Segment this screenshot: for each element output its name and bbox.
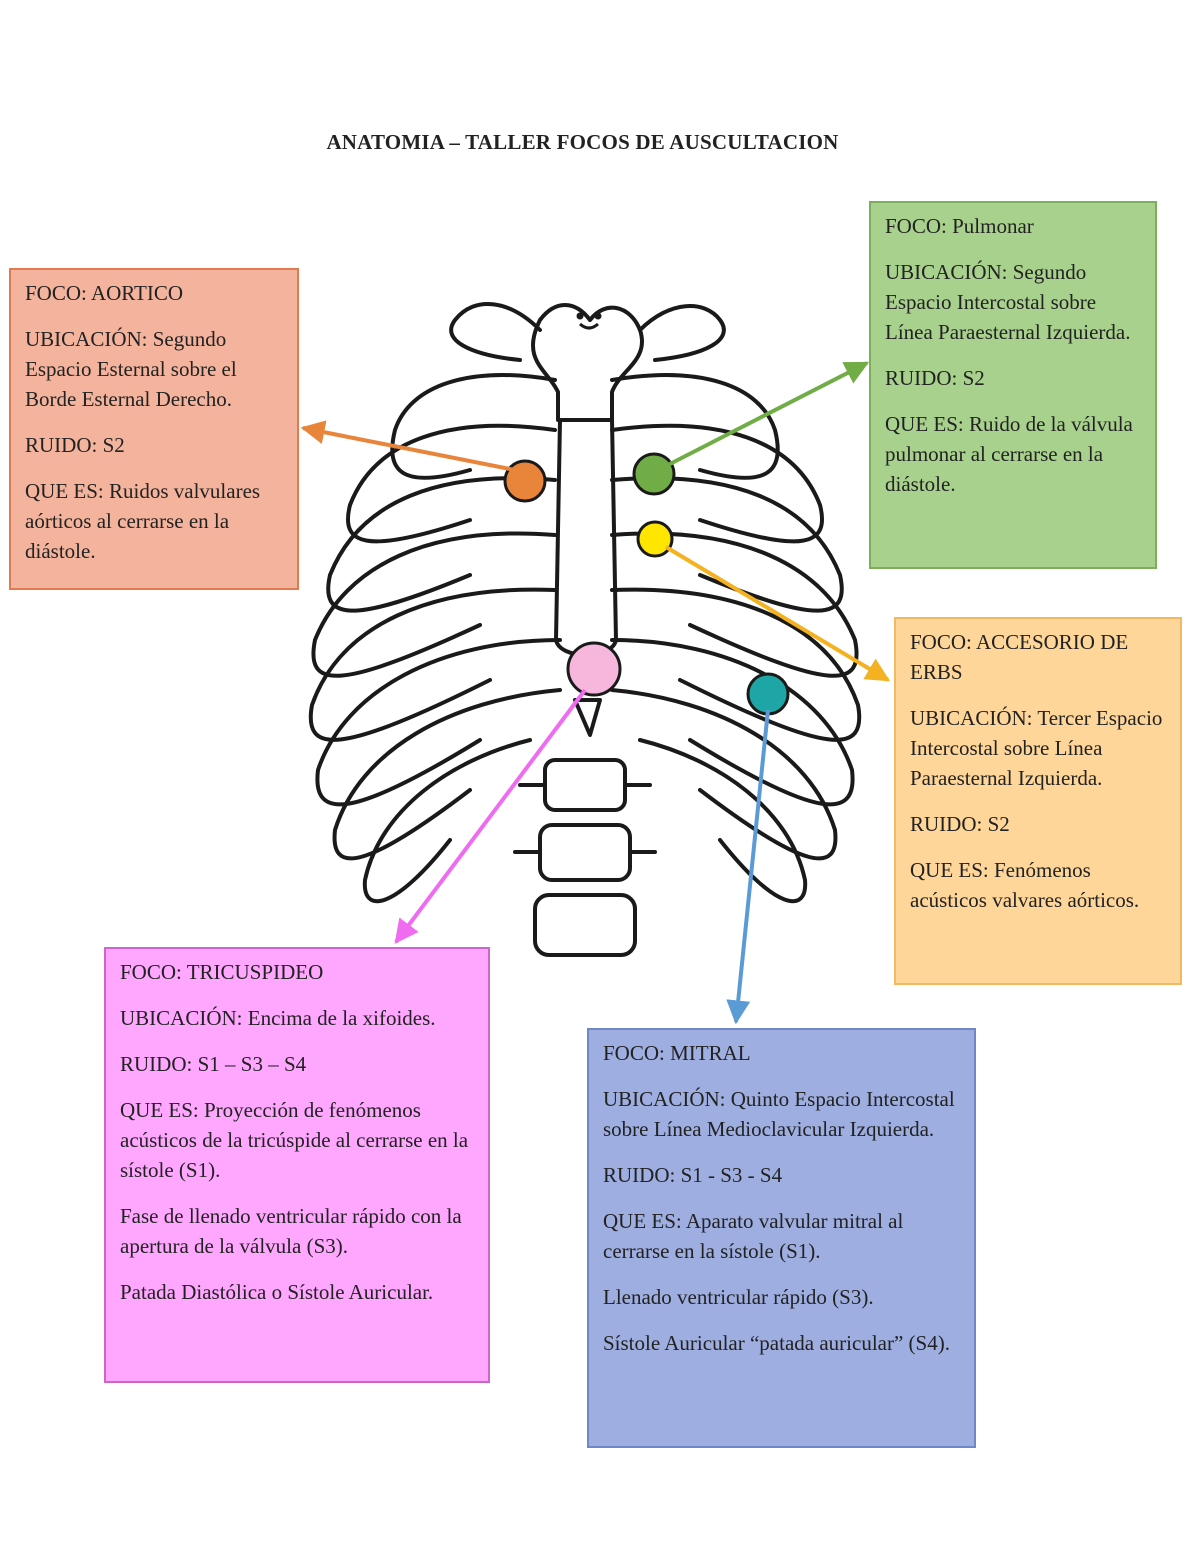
box-note: Sístole Auricular “patada auricular” (S4…: [603, 1331, 950, 1355]
tricuspid-focus-box: FOCO: TRICUSPIDEO UBICACIÓN: Encima de l…: [104, 947, 490, 1383]
box-sound: RUIDO: S2: [25, 433, 125, 457]
erbs-focus-box: FOCO: ACCESORIO DE ERBS UBICACIÓN: Terce…: [894, 617, 1182, 985]
tricuspid-focus-dot: [566, 641, 622, 697]
aortic-focus-box: FOCO: AORTICO UBICACIÓN: Segundo Espacio…: [9, 268, 299, 590]
face-doodle: [576, 312, 602, 330]
box-heading: FOCO: Pulmonar: [885, 214, 1034, 238]
box-note: Fase de llenado ventricular rápido con l…: [120, 1204, 462, 1258]
box-location: UBICACIÓN: Quinto Espacio Intercostal so…: [603, 1087, 955, 1141]
pulmonary-arrow: [665, 361, 870, 468]
box-note: Llenado ventricular rápido (S3).: [603, 1285, 874, 1309]
right-clavicle: [638, 304, 726, 362]
erbs-focus-dot: [636, 520, 674, 558]
box-description: QUE ES: Aparato valvular mitral al cerra…: [603, 1209, 904, 1263]
left-clavicle: [449, 302, 542, 362]
box-sound: RUIDO: S2: [910, 812, 1010, 836]
manubrium: [531, 303, 644, 422]
box-location: UBICACIÓN: Segundo Espacio Esternal sobr…: [25, 327, 237, 411]
box-location: UBICACIÓN: Tercer Espacio Intercostal so…: [910, 706, 1163, 790]
aortic-focus-dot: [503, 459, 547, 503]
box-sound: RUIDO: S1 - S3 - S4: [603, 1163, 783, 1187]
mitral-arrow: [726, 709, 770, 1025]
box-note: Patada Diastólica o Sístole Auricular.: [120, 1280, 434, 1304]
page-title: ANATOMIA – TALLER FOCOS DE AUSCULTACION: [326, 130, 839, 154]
tricuspid-arrow: [394, 688, 587, 944]
vertebra: [543, 758, 627, 812]
box-heading: FOCO: ACCESORIO DE ERBS: [910, 630, 1129, 684]
box-sound: RUIDO: S2: [885, 366, 985, 390]
box-heading: FOCO: AORTICO: [25, 281, 184, 305]
pulmonary-focus-dot: [632, 452, 676, 496]
box-description: QUE ES: Proyección de fenómenos acústico…: [120, 1098, 469, 1182]
mitral-focus-dot: [746, 672, 790, 716]
aortic-arrow: [300, 420, 516, 472]
box-sound: RUIDO: S1 – S3 – S4: [120, 1052, 307, 1076]
sternum: [554, 418, 618, 657]
box-description: QUE ES: Fenómenos acústicos valvares aór…: [910, 858, 1140, 912]
box-description: QUE ES: Ruido de la válvula pulmonar al …: [885, 412, 1133, 496]
erbs-arrow: [664, 545, 891, 682]
vertebra: [533, 893, 637, 957]
box-heading: FOCO: TRICUSPIDEO: [120, 960, 324, 984]
box-location: UBICACIÓN: Encima de la xifoides.: [120, 1006, 436, 1030]
pulmonary-focus-box: FOCO: Pulmonar UBICACIÓN: Segundo Espaci…: [869, 201, 1157, 569]
vertebra: [538, 823, 632, 882]
box-location: UBICACIÓN: Segundo Espacio Intercostal s…: [885, 260, 1131, 344]
box-description: QUE ES: Ruidos valvulares aórticos al ce…: [25, 479, 261, 563]
box-heading: FOCO: MITRAL: [603, 1041, 751, 1065]
mitral-focus-box: FOCO: MITRAL UBICACIÓN: Quinto Espacio I…: [587, 1028, 976, 1448]
rib-cage: [308, 302, 862, 957]
xiphoid: [573, 698, 602, 737]
